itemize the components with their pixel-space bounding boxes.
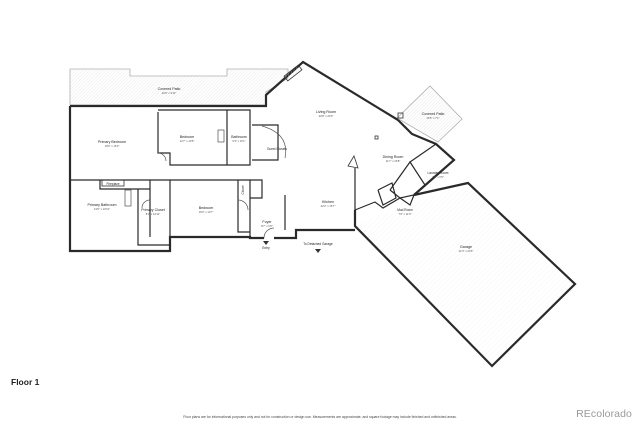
covered-patio-right-dim: 16'5" x 7'1" <box>426 116 439 120</box>
covered-patio-right-area <box>396 85 463 143</box>
laundry-walls <box>409 143 455 186</box>
disclaimer: Floor plans are for informational purpos… <box>183 415 457 419</box>
garage-dim: 41'3" x 23'6" <box>459 249 474 253</box>
primary-bedroom-label: Primary Bedroom <box>98 140 126 144</box>
door-arc <box>157 152 167 162</box>
exterior-wall-left-top <box>70 60 399 121</box>
exterior-wall <box>68 106 264 253</box>
mud-room-walls <box>389 160 426 199</box>
fireplace-living <box>283 64 303 82</box>
fireplace <box>101 179 125 187</box>
living-room-label: Living Room <box>316 110 336 114</box>
brand-logo: REcolorado <box>576 408 632 420</box>
bath-fixture <box>217 129 225 143</box>
fireplace-label: Fireplace <box>106 182 119 186</box>
dining-room-dim: 11'7" x 16'8" <box>386 159 401 163</box>
bedroom1-label: Bedroom <box>180 135 195 139</box>
entry-arrow-icon <box>263 241 269 245</box>
kitchen-island <box>347 155 359 169</box>
primary-closet-label: Primary Closet <box>141 208 165 212</box>
garage-wall <box>353 181 577 368</box>
guest-closets-wall <box>252 124 279 161</box>
guest-closet-arc <box>261 125 287 159</box>
foyer-label: Foyer <box>262 220 272 224</box>
to-garage-label: To Detached Garage <box>303 242 333 246</box>
laundry-room-label: Laundry Room <box>428 171 449 175</box>
closet-label: Closet <box>241 185 245 194</box>
exterior-wall-front <box>274 228 355 240</box>
primary-bath-wall <box>99 180 150 190</box>
primary-bathroom-label: Primary Bathroom <box>88 203 117 207</box>
mud-room-dim: 7'6" x 11'6" <box>398 212 411 216</box>
living-room-dim: 30'8" x 23'0" <box>319 114 334 118</box>
primary-bath-fixture <box>124 189 132 207</box>
kitchen-dim: 22'2" x 15'7" <box>321 204 336 208</box>
covered-patio-top-label: Covered Patio <box>158 87 181 91</box>
column-2 <box>397 112 404 119</box>
bathroom-label: Bathroom <box>231 135 247 139</box>
garage-area <box>355 183 574 366</box>
covered-patio-top-dim: 46'6" x 9'11" <box>162 91 177 95</box>
column-1 <box>374 135 379 140</box>
closet-walls <box>237 180 250 233</box>
door-arc <box>263 227 275 239</box>
foyer-dim: 8'7" x 6'6" <box>261 224 273 228</box>
bedroom2-dim: 16'0" x 13'7" <box>199 210 214 214</box>
garage-label: Garage <box>460 245 472 249</box>
floor-label: Floor 1 <box>11 377 40 387</box>
garage-arrow-icon <box>315 249 321 253</box>
garage-wall-inner <box>354 194 415 211</box>
covered-patio-right-label: Covered Patio <box>422 112 445 116</box>
bedroom2-label: Bedroom <box>199 206 214 210</box>
laundry-room-dim: 7'6" x 6'5" <box>432 175 444 179</box>
entry-label: Entry <box>262 246 270 250</box>
primary-closet-dim: 8'1" x 10'11" <box>146 212 161 216</box>
mud-room-label: Mud Room <box>397 208 413 212</box>
dining-room-label: Dining Room <box>383 155 404 159</box>
door-arc <box>141 199 151 209</box>
primary-closet-wall <box>137 179 171 246</box>
guest-closets-label: Guest Closets <box>267 147 287 151</box>
pantry-walls <box>377 182 397 206</box>
primary-bathroom-dim: 13'6" x 10'10" <box>94 207 110 211</box>
bedroom1-dim: 12'7" x 10'5" <box>180 139 195 143</box>
primary-bedroom-dim: 18'0" x 15'3" <box>105 144 120 148</box>
kitchen-label: Kitchen <box>322 200 334 204</box>
door-arc <box>237 199 249 211</box>
foyer-wall <box>250 179 263 199</box>
bathroom-dim: 9'3" x 10'1" <box>232 139 245 143</box>
